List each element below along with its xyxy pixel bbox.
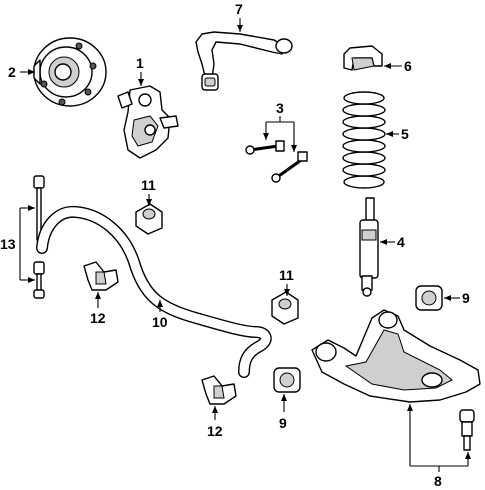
part-9-bushing-right <box>415 285 443 311</box>
part-9-bushing-left <box>273 367 301 393</box>
part-1-steering-knuckle <box>117 85 179 159</box>
part-8-ball-joint <box>459 409 475 451</box>
part-6-spring-insulator <box>343 45 383 71</box>
part-11-bushing-lower <box>271 291 299 325</box>
part-10-stabilizer-bar <box>36 205 272 378</box>
part-2-wheel-hub <box>33 37 107 107</box>
callout-5: 5 <box>401 126 409 142</box>
callout-4: 4 <box>397 234 405 250</box>
callout-11-lower: 11 <box>279 267 294 283</box>
part-11-bushing-upper <box>135 203 163 235</box>
leader-lines <box>19 18 471 472</box>
callout-7: 7 <box>235 1 243 17</box>
callout-3: 3 <box>276 100 284 116</box>
callout-11-upper: 11 <box>141 177 156 193</box>
part-12-bracket-lower <box>201 375 237 405</box>
callout-10: 10 <box>152 314 168 330</box>
callout-8: 8 <box>434 473 442 489</box>
callout-2: 2 <box>8 64 16 80</box>
callout-13: 13 <box>0 236 16 252</box>
callout-9-left: 9 <box>279 415 287 431</box>
callout-9-right: 9 <box>462 290 470 306</box>
part-12-bracket-upper <box>83 261 119 291</box>
part-7-upper-control-arm <box>195 31 293 91</box>
part-3-cam-bolts <box>245 140 308 183</box>
part-4-shock-absorber <box>359 197 379 297</box>
callout-6: 6 <box>404 58 412 74</box>
part-5-coil-spring <box>342 91 386 189</box>
callout-12-upper: 12 <box>90 310 106 326</box>
callout-12-lower: 12 <box>207 423 223 439</box>
part-8-lower-control-arm <box>311 309 481 403</box>
callout-1: 1 <box>136 55 144 71</box>
